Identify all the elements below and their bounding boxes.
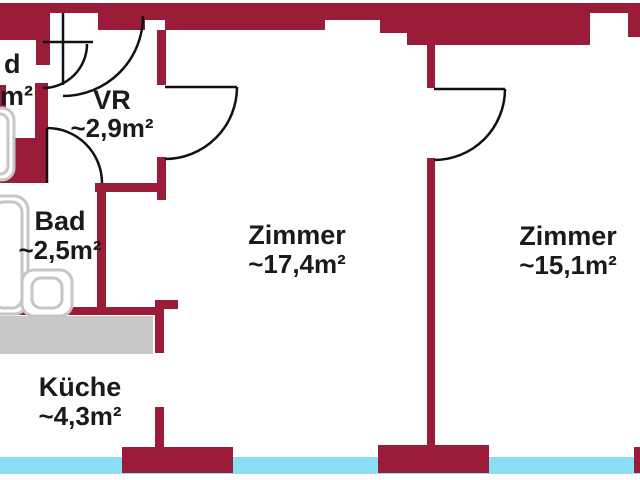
- wall-segment: [97, 183, 106, 315]
- window-pier: [122, 447, 233, 473]
- room-label-cutoff-area: m²: [0, 81, 33, 111]
- room-label-zimmer2-area: ~15,1m²: [519, 250, 617, 280]
- room-label-cutoff-name: d: [4, 49, 21, 79]
- wall-segment: [407, 13, 590, 45]
- room-label-kueche-area: ~4,3m²: [38, 401, 122, 431]
- wall-segment: [35, 83, 48, 138]
- wall-segment: [155, 407, 164, 447]
- wall-segment: [628, 10, 640, 37]
- door-zimmer-zimmer-icon: [433, 87, 507, 162]
- door-vr-zimmer-icon: [164, 85, 239, 161]
- room-label-zimmer2-name: Zimmer: [519, 221, 617, 251]
- room-label-zimmer1-name: Zimmer: [248, 220, 346, 250]
- wall-segment: [427, 45, 435, 88]
- wall-segment: [98, 13, 145, 30]
- wc-fixture: [0, 106, 16, 182]
- wall-segment: [165, 13, 325, 30]
- wall-segment: [380, 13, 407, 33]
- door-vr-bad-icon: [45, 126, 104, 184]
- wall-segment: [145, 13, 165, 20]
- wall-segment: [0, 307, 163, 315]
- wall-segment: [155, 307, 164, 353]
- wall-segment: [157, 30, 166, 85]
- window-pier: [634, 447, 640, 473]
- wall-segment: [325, 13, 407, 20]
- room-label-zimmer1-area: ~17,4m²: [248, 249, 346, 279]
- entrance-door: [42, 13, 145, 98]
- wall-top-strip: [0, 3, 640, 13]
- room-label-kueche-name: Küche: [38, 372, 122, 402]
- wall-segment: [0, 85, 6, 110]
- wall-segment: [95, 183, 163, 192]
- window-pier: [378, 445, 489, 473]
- wall-segment: [155, 300, 178, 309]
- wall-segment: [157, 157, 166, 200]
- wall-segment: [427, 158, 435, 448]
- shower-tray: [20, 268, 74, 318]
- wall-segment: [0, 13, 38, 40]
- room-label-bad-area: ~2,5m²: [18, 235, 102, 265]
- room-label-vr-area: ~2,9m²: [70, 113, 154, 143]
- room-label-bad-name: Bad: [34, 206, 86, 236]
- wall-segment: [36, 13, 50, 65]
- room-label-vr-name: VR: [93, 85, 131, 115]
- kitchen-counter: [0, 316, 153, 354]
